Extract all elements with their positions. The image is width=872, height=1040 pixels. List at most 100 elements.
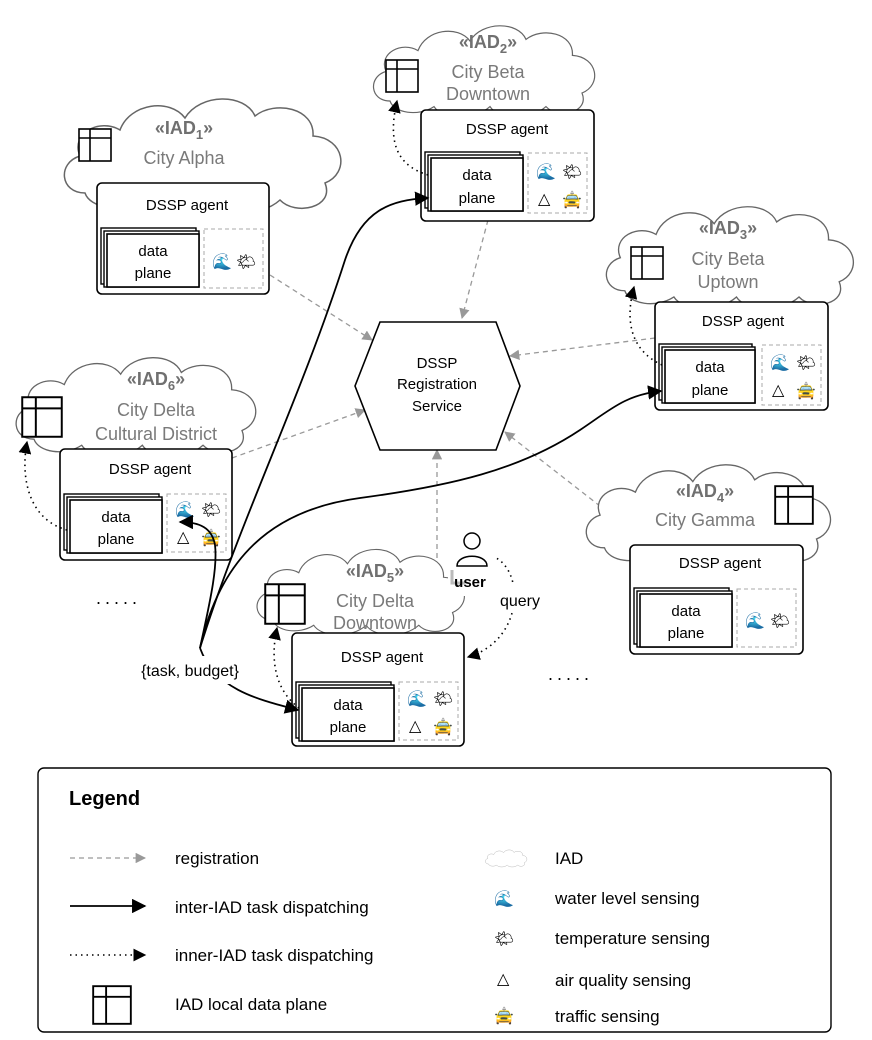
query-arrow	[466, 555, 516, 660]
user-head-icon	[463, 532, 481, 550]
iad3-agent-label: DSSP agent	[702, 313, 785, 330]
inner-arrow-iad5	[268, 626, 300, 709]
iad1-agent-label: DSSP agent	[146, 197, 229, 214]
iad5-traffic-icon: 🚖	[433, 717, 453, 736]
inter-arrow-to-iad2	[199, 191, 430, 649]
legend-title: Legend	[69, 788, 140, 810]
iad4-name: City Gamma	[655, 510, 756, 530]
iad4-temperature-icon: 🌤	[770, 611, 790, 630]
iad6-name-line1: City Delta	[117, 400, 196, 420]
iad5-tag: «IAD5»	[346, 561, 404, 585]
iad1-data-plane-line1: data	[138, 243, 168, 260]
iad2: «IAD2» City Beta Downtown DSSP agent dat…	[385, 32, 595, 222]
iad6-air-icon: △	[177, 529, 190, 546]
iad4-local-plane-icon	[774, 485, 814, 525]
iad3-sensor-box	[761, 344, 822, 406]
service-hexagon	[354, 321, 521, 451]
iad1-temperature-icon: 🌤	[236, 252, 256, 271]
iad1: «IAD1» City Alpha DSSP agent data plane …	[78, 118, 270, 295]
registration-arrow-iad3	[508, 337, 656, 361]
iad5-data-plane-line2: plane	[330, 719, 367, 736]
registration-arrow-iad1	[269, 274, 373, 341]
legend-inner-label: inner-IAD task dispatching	[175, 946, 373, 965]
iad3-name-line2: Uptown	[697, 272, 758, 292]
legend-local-plane-icon	[92, 985, 132, 1025]
iad5-sensor-box	[398, 681, 459, 741]
legend-box	[37, 767, 832, 1033]
iad6-name-line2: Cultural District	[95, 424, 217, 444]
iad4-tag: «IAD4»	[676, 481, 734, 505]
iad2-temperature-icon: 🌤	[562, 162, 582, 181]
iad3-local-plane-icon	[630, 246, 664, 280]
iad6-agent-label: DSSP agent	[109, 461, 192, 478]
iad2-air-icon: △	[538, 191, 551, 208]
legend-air-icon: △	[497, 971, 510, 988]
legend-temperature-icon: 🌤	[494, 929, 514, 948]
iad2-data-plane-line1: data	[462, 167, 492, 184]
iad6-temperature-icon: 🌤	[201, 500, 221, 519]
iad5-temperature-icon: 🌤	[433, 689, 453, 708]
registration-service: DSSP Registration Service	[354, 321, 521, 451]
iad1-local-plane-icon	[78, 128, 112, 162]
legend-temperature-label: temperature sensing	[555, 929, 710, 948]
iad1-sensor-box	[203, 228, 264, 289]
iad5-data-plane	[301, 687, 395, 742]
user-label: user	[454, 574, 486, 591]
iad1-water-icon: 🌊	[212, 252, 232, 271]
inner-arrow-iad3	[624, 285, 663, 366]
iad6-data-plane-line2: plane	[98, 531, 135, 548]
iad3-air-icon: △	[772, 382, 785, 399]
iad3-temperature-icon: 🌤	[796, 353, 816, 372]
iad2-local-plane-icon	[385, 59, 419, 93]
iad2-data-plane	[430, 157, 524, 212]
iad3-traffic-icon: 🚖	[796, 381, 816, 400]
iad5-air-icon: △	[409, 718, 422, 735]
iad4-data-plane-line2: plane	[668, 625, 705, 642]
user: user query	[448, 532, 548, 611]
iad1-name: City Alpha	[143, 148, 225, 168]
inter-arrow-to-iad3	[199, 385, 663, 649]
iad1-data-plane-line2: plane	[135, 265, 172, 282]
iad4-agent-label: DSSP agent	[679, 555, 762, 572]
iad6-local-plane-icon	[21, 396, 63, 438]
legend-water-icon: 🌊	[494, 889, 514, 908]
iad3-data-plane	[664, 349, 756, 404]
iad3-tag: «IAD3»	[699, 218, 757, 242]
registration-arrow-iad2	[459, 219, 489, 320]
legend-water-label: water level sensing	[554, 889, 700, 908]
iad1-tag: «IAD1»	[155, 118, 213, 142]
inner-iad-arrows	[18, 99, 663, 709]
iad3-data-plane-line2: plane	[692, 382, 729, 399]
iad5-name-line1: City Delta	[336, 591, 415, 611]
iad5-agent-label: DSSP agent	[341, 649, 424, 666]
iad4-data-plane-line1: data	[671, 603, 701, 620]
legend: Legend registration inter-IAD task dispa…	[37, 767, 832, 1033]
iad6-sensor-box	[166, 493, 227, 553]
legend-traffic-icon: 🚖	[494, 1006, 514, 1025]
user-body-icon	[456, 555, 488, 567]
iad4-sensor-box	[736, 588, 797, 648]
iad5-name-line2: Downtown	[333, 613, 417, 633]
task-budget-label: {task, budget}	[141, 663, 240, 680]
iad6-data-plane-line1: data	[101, 509, 131, 526]
iad2-tag: «IAD2»	[459, 32, 517, 56]
iad1-data-plane	[106, 233, 200, 288]
legend-local-plane-label: IAD local data plane	[175, 995, 327, 1014]
service-label-line2: Registration	[397, 376, 477, 393]
ellipsis-left: .....	[96, 588, 141, 608]
iad6-traffic-icon: 🚖	[201, 528, 221, 547]
legend-air-label: air quality sensing	[555, 971, 691, 990]
iad5-local-plane-icon	[264, 583, 306, 625]
iad2-sensor-box	[527, 152, 588, 214]
iad3: «IAD3» City Beta Uptown DSSP agent data …	[630, 218, 829, 411]
iad2-traffic-icon: 🚖	[562, 190, 582, 209]
iad2-data-plane-line2: plane	[459, 190, 496, 207]
iad3-water-icon: 🌊	[770, 353, 790, 372]
iad3-name-line1: City Beta	[691, 249, 765, 269]
inter-arrow-to-iad6	[178, 514, 217, 649]
inter-iad-arrows	[178, 191, 663, 714]
legend-inter-label: inter-IAD task dispatching	[175, 898, 369, 917]
legend-registration-label: registration	[175, 849, 259, 868]
iad2-agent-label: DSSP agent	[466, 121, 549, 138]
